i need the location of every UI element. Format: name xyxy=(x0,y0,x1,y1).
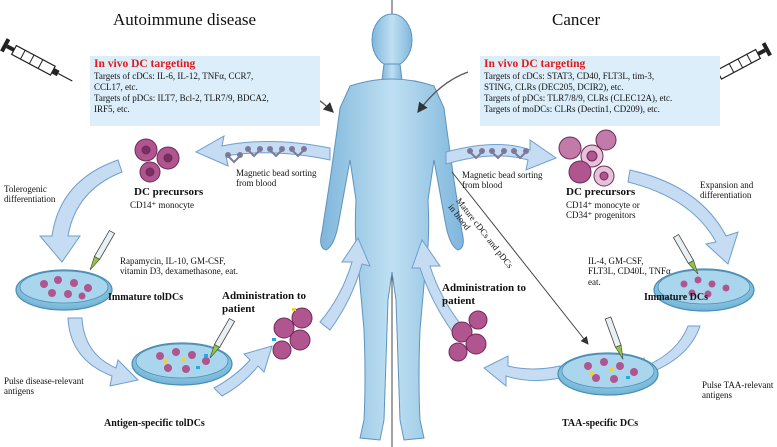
heading-cancer: Cancer xyxy=(552,10,601,29)
in-vivo-line: Targets of pDCs: ILT7, Bcl-2, TLR7/9, BD… xyxy=(94,93,269,103)
factor-line: IL-4, GM-CSF, xyxy=(588,256,644,266)
arrow-admin-to-body-left xyxy=(319,236,371,331)
magnetic-beads-right xyxy=(467,148,529,160)
factor-line: FLT3L, CD40L, TNFα xyxy=(588,266,671,277)
sorting-line: Magnetic bead sorting xyxy=(462,170,543,180)
in-vivo-title-left: In vivo DC targeting xyxy=(94,58,196,70)
human-body-figure xyxy=(320,13,464,441)
label-immature-dcs: Immature DCs xyxy=(644,292,708,303)
syringe-icon-left xyxy=(0,38,73,82)
dish-taa-specific-dcs xyxy=(557,352,659,396)
admin-label-left: Administration to patient xyxy=(222,290,306,315)
label-taa-specific-dcs: TAA-specific DCs xyxy=(562,418,639,429)
sorting-label-left: Magnetic bead sorting from blood xyxy=(236,168,316,189)
factor-line: eat. xyxy=(588,276,601,287)
precursors-title-right: DC precursors xyxy=(566,186,636,198)
expansion-label: Expansion and differentiation xyxy=(700,180,753,201)
pulse-label-right: Pulse TAA-relevant antigens xyxy=(702,380,773,401)
pulse-label-left: Pulse disease-relevant antigens xyxy=(4,376,84,397)
admin-line: patient xyxy=(222,302,255,315)
dish-immature-dcs xyxy=(653,268,755,312)
in-vivo-line: STING, CLRs (DEC205, DCIR2), etc. xyxy=(484,82,624,92)
admin-label-right: Administration to patient xyxy=(442,282,526,307)
factors-left: Rapamycin, IL-10, GM-CSF, vitamin D3, de… xyxy=(120,256,238,277)
admin-line: Administration to xyxy=(442,282,527,294)
pulse-line: Pulse disease-relevant xyxy=(4,376,84,386)
pipette-icon-right-2 xyxy=(604,316,624,360)
precursors-sub-line: CD14⁺ monocyte or xyxy=(566,200,640,210)
arrow-taa-to-patient xyxy=(483,355,561,388)
precursors-sub-line: CD34⁺ progenitors xyxy=(566,210,636,221)
sorting-line: Magnetic bead sorting xyxy=(236,168,317,178)
pulse-line: antigens xyxy=(702,390,732,401)
pipette-icon-left xyxy=(89,229,116,271)
differentiation-line: Tolerogenic xyxy=(4,184,47,194)
expansion-line: Expansion and xyxy=(700,180,754,190)
tolerogenic-label: Tolerogenic differentiation xyxy=(4,184,55,205)
label-immature-toldcs: Immature tolDCs xyxy=(108,292,184,303)
expansion-line: differentiation xyxy=(700,190,752,201)
factors-right: IL-4, GM-CSF, FLT3L, CD40L, TNFα eat. xyxy=(588,256,671,287)
in-vivo-box-right: In vivo DC targeting Targets of cDCs: ST… xyxy=(480,56,720,126)
dish-immature-toldcs xyxy=(15,269,113,311)
in-vivo-line: Targets of cDCs: IL-6, IL-12, TNFα, CCR7… xyxy=(94,71,254,81)
sorting-line: from blood xyxy=(462,180,503,191)
factor-line: vitamin D3, dexamethasone, eat. xyxy=(120,266,238,277)
in-vivo-line: Targets of cDCs: STAT3, CD40, FLT3L, tim… xyxy=(484,71,655,81)
dc-precursor-cells-right xyxy=(558,129,617,187)
magnetic-beads-left xyxy=(225,146,307,164)
in-vivo-title-right: In vivo DC targeting xyxy=(484,58,586,70)
in-vivo-line: CCL17, etc. xyxy=(94,82,138,92)
heading-autoimmune: Autoimmune disease xyxy=(113,10,257,29)
in-vivo-line: Targets of pDCs: TLR7/8/9, CLRs (CLEC12A… xyxy=(484,93,673,103)
arrow-admin-to-body-right xyxy=(411,238,463,335)
in-vivo-line: Targets of moDCs: CLRs (Dectin1, CD209),… xyxy=(484,104,660,114)
in-vivo-box-left: In vivo DC targeting Targets of cDCs: IL… xyxy=(90,56,320,126)
arrow-immature-to-antigen xyxy=(67,317,140,387)
mature-dc-arrow xyxy=(451,171,589,345)
precursors-title-left: DC precursors xyxy=(134,186,204,198)
differentiation-line: differentiation xyxy=(4,194,56,205)
precursors-sub-left: CD14⁺ monocyte xyxy=(130,200,194,210)
arrow-precursors-to-immature-right xyxy=(627,169,739,265)
sorting-label-right: Magnetic bead sorting from blood xyxy=(462,170,542,191)
label-antigen-specific-toldcs: Antigen-specific tolDCs xyxy=(104,418,205,429)
pulse-line: Pulse TAA-relevant xyxy=(702,380,774,390)
admin-line: patient xyxy=(442,294,475,307)
arrow-antigen-to-admin xyxy=(213,345,273,397)
factor-line: Rapamycin, IL-10, GM-CSF, xyxy=(120,256,226,266)
dc-precursor-cells-left xyxy=(134,138,180,183)
pipette-icon-right xyxy=(672,233,699,275)
arrow-precursors-to-immature xyxy=(38,159,123,263)
in-vivo-arrow-right xyxy=(417,71,469,114)
dish-antigen-specific-toldcs xyxy=(131,342,233,386)
admin-cells-left xyxy=(272,307,313,360)
precursors-sub-right: CD14⁺ monocyte or CD34⁺ progenitors xyxy=(566,200,640,221)
pulse-line: antigens xyxy=(4,386,34,397)
arrow-body-to-precursors-left xyxy=(194,135,331,167)
pipette-icon-left-2 xyxy=(209,317,236,359)
sorting-line: from blood xyxy=(236,178,277,189)
admin-cells-right xyxy=(448,310,488,362)
admin-line: Administration to xyxy=(222,290,307,302)
in-vivo-line: IRF5, etc. xyxy=(94,104,130,114)
